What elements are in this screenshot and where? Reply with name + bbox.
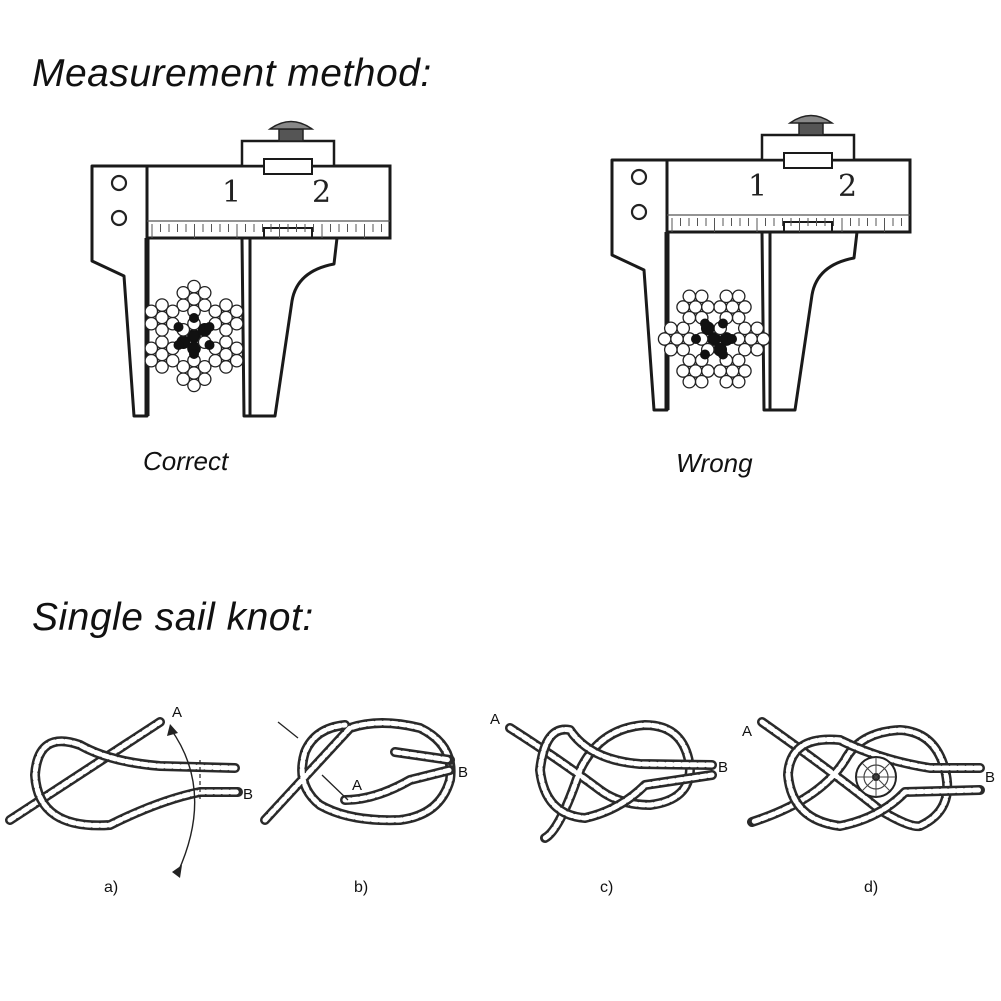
knot-step-d: A B xyxy=(742,717,995,832)
point-label-b: B xyxy=(718,759,728,776)
knot-step-a: A B xyxy=(5,704,253,878)
correct-caption: Correct xyxy=(143,446,229,476)
knot-heading: Single sail knot: xyxy=(32,596,314,639)
caliper-correct: 1 2 xyxy=(92,122,390,417)
knot-step-c: A B xyxy=(490,711,728,843)
step-label-a: a) xyxy=(104,879,119,896)
point-label-b: B xyxy=(243,786,253,803)
point-label-a: A xyxy=(172,704,182,721)
ruler-ticks xyxy=(671,218,902,232)
step-label-c: c) xyxy=(600,879,614,896)
scale-mark-2: 2 xyxy=(838,169,857,204)
scale-mark-2: 2 xyxy=(312,175,331,210)
step-label-b: b) xyxy=(354,879,369,896)
point-label-b: B xyxy=(985,769,995,786)
scale-mark-1: 1 xyxy=(748,169,767,204)
point-label-a: A xyxy=(742,723,752,740)
measurement-heading: Measurement method: xyxy=(32,52,432,95)
wrong-caption: Wrong xyxy=(676,448,753,478)
point-label-a: A xyxy=(352,777,362,794)
rope-core-cross-section xyxy=(855,756,897,798)
point-label-a: A xyxy=(490,711,500,728)
scale-mark-1: 1 xyxy=(222,175,241,210)
knot-step-b: A B xyxy=(260,718,468,826)
step-label-d: d) xyxy=(864,879,879,896)
ruler-ticks xyxy=(151,224,382,238)
point-label-b: B xyxy=(458,764,468,781)
rope-section-wrong xyxy=(658,290,769,388)
rope-section-correct xyxy=(145,280,243,391)
caliper-wrong: 1 2 xyxy=(612,116,910,411)
